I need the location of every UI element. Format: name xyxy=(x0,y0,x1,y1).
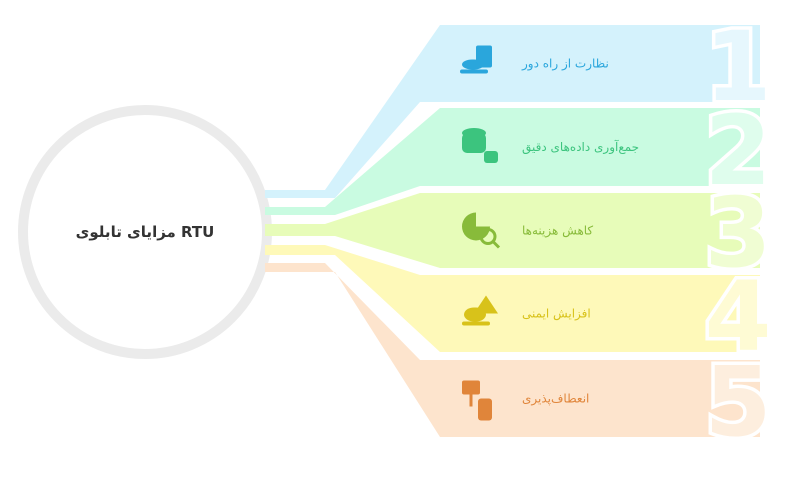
benefit-number: 2 xyxy=(705,95,772,207)
devices-sync-icon xyxy=(462,380,492,421)
benefit-item-1: 1 نظارت از راه دور xyxy=(265,8,775,198)
benefit-item-5: 5 انعطاف‌پذیری xyxy=(265,263,775,462)
diagram-title: مزایای تابلوی RTU xyxy=(76,223,215,241)
benefit-number: 5 xyxy=(705,346,772,458)
helmet-warning-icon xyxy=(462,295,498,326)
benefit-label: جمع‌آوری داده‌های دقیق xyxy=(522,139,639,155)
benefit-band xyxy=(265,193,760,268)
benefit-item-3: 3 کاهش هزینه‌ها xyxy=(265,174,775,293)
benefit-band xyxy=(265,25,760,198)
benefit-label: نظارت از راه دور xyxy=(521,57,609,72)
benefit-label: افزایش ایمنی xyxy=(522,307,591,322)
benefit-band xyxy=(265,263,760,437)
remote-monitoring-helmet-icon xyxy=(460,45,492,74)
benefit-label: انعطاف‌پذیری xyxy=(522,392,589,407)
benefit-band xyxy=(265,245,760,352)
benefit-number: 3 xyxy=(705,177,772,289)
database-robot-icon xyxy=(462,128,498,163)
pie-chart-search-icon xyxy=(462,212,501,249)
benefit-label: کاهش هزینه‌ها xyxy=(522,224,593,239)
benefit-number: 1 xyxy=(705,11,772,123)
benefit-number: 4 xyxy=(705,261,772,373)
benefit-band xyxy=(265,108,760,215)
benefit-item-2: 2 جمع‌آوری داده‌های دقیق xyxy=(265,92,775,215)
benefit-item-4: 4 افزایش ایمنی xyxy=(265,245,775,377)
